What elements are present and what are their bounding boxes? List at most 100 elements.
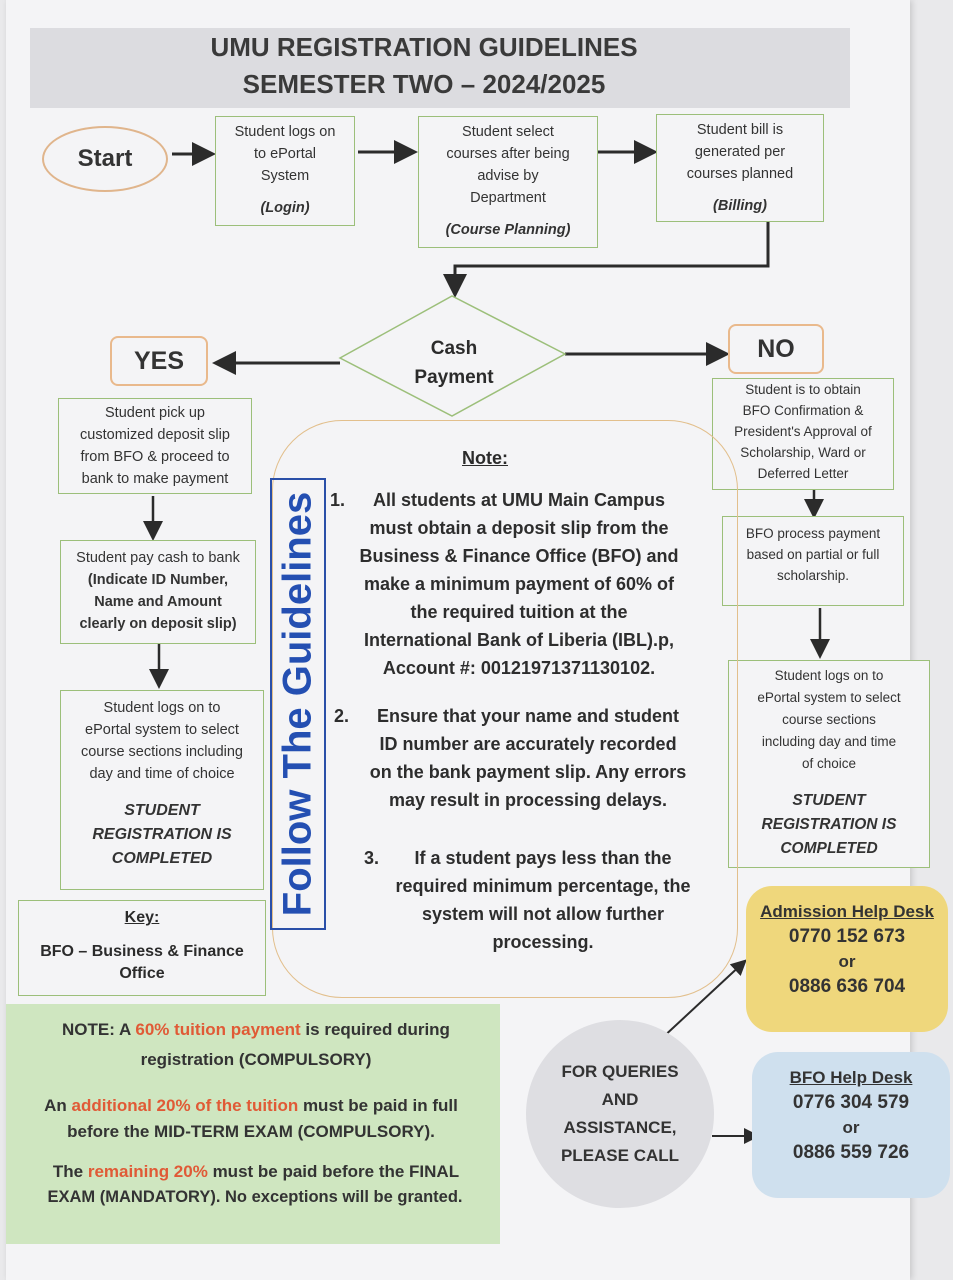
no-step3-line: of choice [801,756,857,771]
admission-phone-2: 0886 636 704 [788,976,906,997]
payment-text: NOTE: A [62,1020,136,1039]
no-step3-line: ePortal system to select [757,690,901,705]
bfo-phone-1: 0776 304 579 [792,1092,910,1113]
note-title: Note: [462,448,508,468]
no-step3-line: Student logs on to [774,668,884,683]
page-title: UMU REGISTRATION GUIDELINES [210,32,638,62]
yes-step1-line: bank to make payment [81,471,229,487]
payment-note-line: An additional 20% of the tuition must be… [16,1096,486,1116]
note-item-1: 1. All students at UMU Main Campus must … [330,486,682,682]
queries-line: FOR QUERIES [561,1062,679,1081]
note-line: must obtain a deposit slip from the [369,518,669,538]
yes-step3-line: ePortal system to select [85,722,239,738]
yes-step2-line: clearly on deposit slip) [79,616,237,632]
no-step1-line: BFO Confirmation & [742,403,864,418]
yes-label: YES [133,346,185,375]
note-line: Ensure that your name and student [376,706,680,726]
note-item-number: 2. [334,706,350,726]
planning-tag: (Course Planning) [445,222,571,238]
payment-note-line: The remaining 20% must be paid before th… [16,1162,496,1182]
yes-completed-line: COMPLETED [111,850,213,867]
payment-text: must be paid before the FINAL [207,1162,460,1181]
no-step3-line: including day and time [761,734,897,749]
planning-line: courses after being [446,146,570,162]
note-panel [272,420,738,998]
key-box: Key: BFO – Business & Finance Office [18,900,266,996]
planning-line: advise by [477,168,539,184]
yes-step-pay-cash: Student pay cash to bank (Indicate ID Nu… [60,540,256,644]
note-line: If a student pays less than the [414,848,672,868]
yes-step1-line: Student pick up [105,405,205,421]
payment-note-line: before the MID-TERM EXAM (COMPULSORY). [67,1122,435,1141]
login-line: to ePortal [253,146,317,162]
billing-line: Student bill is [696,122,784,138]
decision-diamond [338,295,567,417]
note-item-number: 3. [364,848,380,868]
bfo-help-desk: BFO Help Desk 0776 304 579 or 0886 559 7… [752,1052,950,1198]
no-step1-line: Deferred Letter [757,466,849,481]
arrow-queries-admission [659,959,747,1041]
admission-phone-1: 0770 152 673 [788,926,906,947]
note-line: International Bank of Liberia (IBL).p, [363,630,675,650]
no-step1-line: President's Approval of [734,424,872,439]
no-completed-line: STUDENT [792,792,866,809]
no-step2-line: based on partial or full [746,547,880,562]
note-line: Business & Finance Office (BFO) and [359,546,679,566]
note-line: may result in processing delays. [388,790,668,810]
login-line: Student logs on [234,124,336,140]
follow-guidelines-banner: Follow The Guidelines [270,478,326,930]
decision-label: Cash Payment [392,334,516,392]
bfo-or: or [842,1118,860,1137]
payment-note-line: registration (COMPULSORY) [140,1050,372,1069]
yes-step2-line: Name and Amount [94,594,222,610]
no-step-eportal: Student logs on to ePortal system to sel… [728,660,930,868]
no-step1-line: Student is to obtain [745,382,861,397]
billing-line: courses planned [686,166,794,182]
no-completed-line: REGISTRATION IS [761,816,897,833]
note-item-3: 3. If a student pays less than the requi… [364,844,696,956]
yes-step3-line: day and time of choice [89,766,235,782]
yes-completed-line: REGISTRATION IS [92,826,232,843]
key-line: BFO – Business & Finance [40,943,244,960]
payment-requirements-note: NOTE: A 60% tuition payment is required … [6,1004,500,1244]
login-step: Student logs on to ePortal System (Login… [215,116,355,226]
payment-note-line: EXAM (MANDATORY). No exceptions will be … [47,1188,463,1206]
planning-line: Student select [462,124,554,140]
yes-step3-line: course sections including [80,744,243,760]
no-step2-line: BFO process payment [745,526,881,541]
start-label: Start [77,145,133,172]
yes-step-deposit-slip: Student pick up customized deposit slip … [58,398,252,494]
yes-step1-line: customized deposit slip [80,427,230,443]
payment-text: is required during [300,1020,450,1039]
yes-step-eportal: Student logs on to ePortal system to sel… [60,690,264,890]
payment-note-line: NOTE: A 60% tuition payment is required … [26,1020,486,1040]
follow-guidelines-label: Follow The Guidelines [275,491,320,917]
page-subtitle: SEMESTER TWO – 2024/2025 [242,69,606,99]
admission-help-desk: Admission Help Desk 0770 152 673 or 0886… [746,886,948,1032]
note-line: Account #: 00121971371130102. [382,658,656,678]
billing-tag: (Billing) [713,198,767,214]
yes-completed: STUDENT REGISTRATION IS COMPLETED [61,799,263,871]
no-node: NO [728,324,824,374]
admission-desk-title: Admission Help Desk [760,902,934,921]
yes-node: YES [110,336,208,386]
yes-step2-line: Student pay cash to bank [76,550,240,566]
no-completed: STUDENT REGISTRATION IS COMPLETED [729,789,929,861]
yes-step1-line: from BFO & proceed to [80,449,230,465]
note-line: on the bank payment slip. Any errors [369,762,687,782]
bfo-phone-2: 0886 559 726 [792,1142,910,1163]
queries-line: PLEASE CALL [560,1146,680,1165]
payment-text: The [52,1162,88,1181]
admission-or: or [838,952,856,971]
no-step-bfo-confirmation: Student is to obtain BFO Confirmation & … [712,378,894,490]
note-line: required minimum percentage, the [395,876,691,896]
login-line: System [260,168,310,184]
no-step-bfo-process: BFO process payment based on partial or … [722,516,904,606]
no-step1-line: Scholarship, Ward or [740,445,866,460]
decision-line: Cash [430,338,478,359]
key-title: Key: [124,909,160,926]
login-tag: (Login) [260,200,310,216]
note-line: All students at UMU Main Campus [372,490,666,510]
no-step3-line: course sections [782,712,876,727]
